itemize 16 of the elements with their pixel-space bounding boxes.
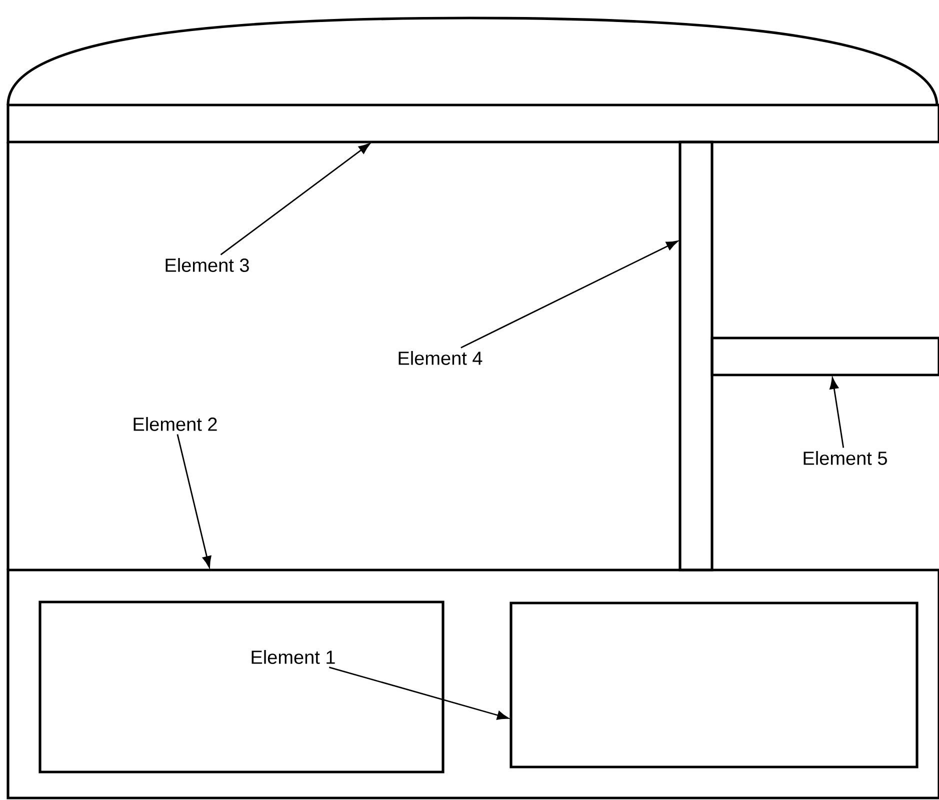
leader-line [460, 240, 678, 348]
label: Element 1 [252, 650, 335, 664]
label: Element 2 [134, 417, 217, 431]
leader-line [830, 377, 844, 448]
panel [710, 336, 939, 376]
panel [38, 600, 444, 774]
panel [6, 568, 939, 800]
leader-line [220, 143, 370, 256]
leader-line [176, 434, 212, 568]
panel [678, 140, 714, 572]
leader-line [328, 666, 509, 720]
label: Element 4 [398, 351, 482, 365]
panel [510, 602, 918, 768]
panel [6, 104, 939, 144]
label: Element 5 [804, 451, 887, 465]
label: Element 3 [166, 258, 249, 272]
